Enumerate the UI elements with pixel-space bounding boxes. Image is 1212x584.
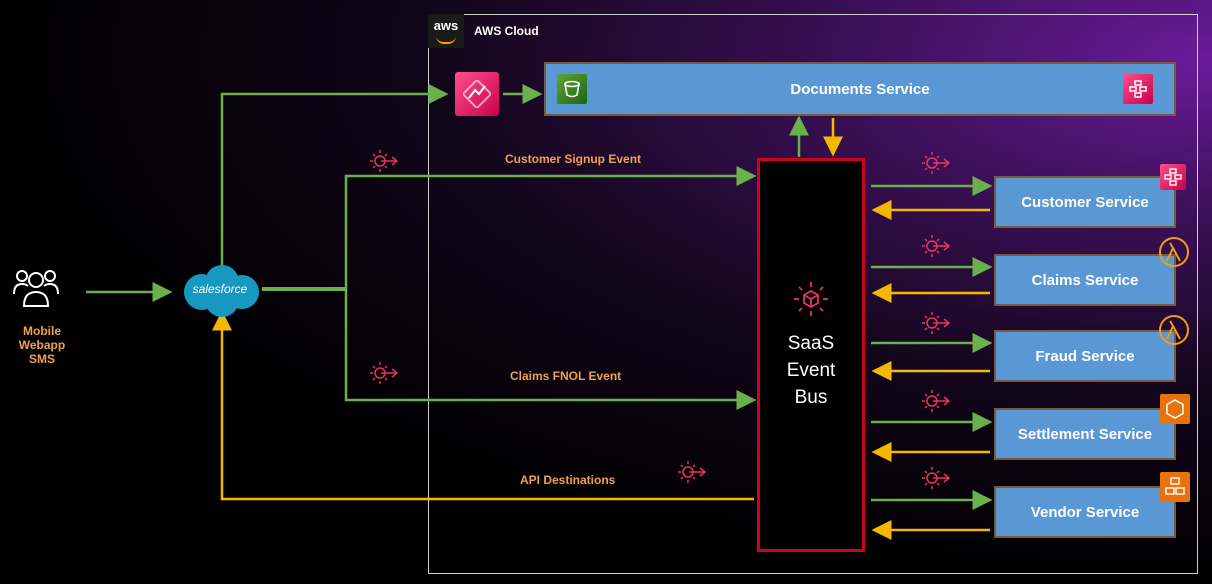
customer-service[interactable]: Customer Service	[994, 176, 1176, 228]
saas-event-bus[interactable]	[757, 158, 865, 552]
arrow-salesforce-to-docs	[220, 84, 449, 268]
customer-service-label: Customer Service	[1021, 193, 1149, 211]
caption-sms: SMS	[28, 352, 55, 366]
event-rule-icon	[370, 150, 399, 172]
aws-smile-icon	[436, 36, 456, 44]
signup-event-label: Customer Signup Event	[505, 152, 642, 166]
caption-webapp: Webapp	[18, 338, 66, 352]
claims-service[interactable]: Claims Service	[994, 254, 1176, 306]
ecs-container-icon	[1160, 394, 1190, 424]
documents-service-label: Documents Service	[790, 80, 930, 98]
event-bus-icon	[794, 282, 828, 316]
event-rule-icon	[922, 390, 951, 412]
event-bus-label: SaaS Event Bus	[757, 330, 865, 411]
event-rule-icon	[370, 362, 399, 384]
salesforce-cloud-icon	[184, 265, 259, 317]
event-rule-icon	[678, 461, 707, 483]
source-channels-caption: Mobile Webapp SMS	[0, 324, 84, 366]
lambda-icon	[1159, 315, 1189, 345]
vendor-service-label: Vendor Service	[1030, 503, 1140, 521]
claims-service-label: Claims Service	[1031, 271, 1139, 289]
fraud-service-label: Fraud Service	[1035, 347, 1135, 365]
fnol-event-label: Claims FNOL Event	[510, 369, 622, 383]
documents-service[interactable]: Documents Service	[544, 62, 1176, 116]
arrow-api-destinations	[212, 310, 754, 501]
bus-label-line2: Event	[786, 360, 836, 381]
api-destinations-label: API Destinations	[520, 473, 616, 487]
aws-logo-text: aws	[433, 18, 459, 33]
vendor-service[interactable]: Vendor Service	[994, 486, 1176, 538]
fargate-icon	[1160, 472, 1190, 502]
api-gateway-icon	[455, 72, 499, 116]
users-icon	[13, 270, 59, 307]
arrow-fnol-event	[344, 289, 757, 410]
event-rule-icon	[922, 235, 951, 257]
fraud-service[interactable]: Fraud Service	[994, 330, 1176, 382]
lambda-icon	[1159, 237, 1189, 267]
step-functions-icon	[1160, 164, 1186, 190]
cloud-title: AWS Cloud	[474, 24, 539, 38]
aws-cloud-boundary	[428, 14, 1198, 574]
s3-bucket-icon	[557, 74, 587, 104]
aws-logo: aws	[428, 14, 464, 48]
caption-mobile: Mobile	[23, 324, 61, 338]
event-rule-icon	[922, 152, 951, 174]
bus-label-line1: SaaS	[787, 333, 835, 354]
settlement-service-label: Settlement Service	[1017, 425, 1153, 443]
salesforce-label: salesforce	[192, 282, 248, 296]
step-functions-icon	[1123, 74, 1153, 104]
bus-label-line3: Bus	[794, 387, 828, 408]
settlement-service[interactable]: Settlement Service	[994, 408, 1176, 460]
event-rule-icon	[922, 467, 951, 489]
arrow-signup-event	[344, 166, 757, 289]
event-rule-icon	[922, 312, 951, 334]
